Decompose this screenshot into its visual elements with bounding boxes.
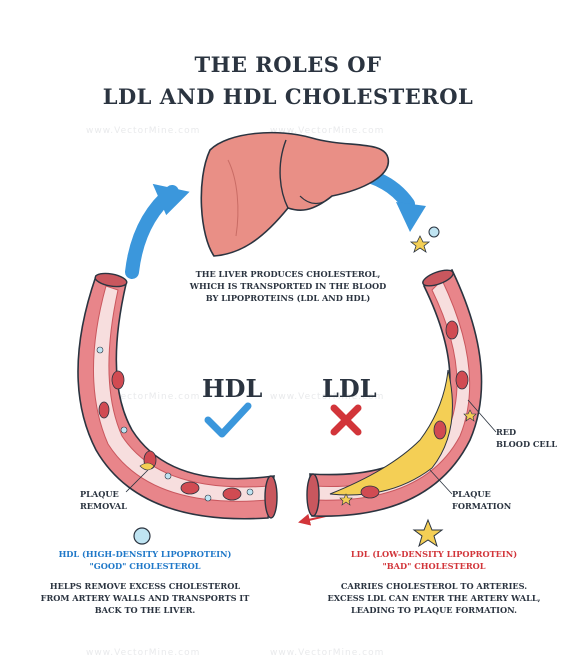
plaque-formation-callout-line-2: FORMATION xyxy=(452,501,512,511)
ldl-artery xyxy=(306,268,483,517)
check-icon xyxy=(204,402,252,438)
cross-icon xyxy=(330,404,362,436)
hdl-label: HDL xyxy=(202,374,263,403)
ldl-particle-large xyxy=(412,518,444,548)
red-blood-cell-callout-line-1: RED xyxy=(496,427,517,437)
hdl-desc-line-2: FROM ARTERY WALLS AND TRANSPORTS IT xyxy=(40,593,250,603)
center-description-line-2: WHICH IS TRANSPORTED IN THE BLOOD xyxy=(189,281,387,291)
hdl-desc-line-3: BACK TO THE LIVER. xyxy=(94,605,196,615)
plaque-formation-callout-line-1: PLAQUE xyxy=(452,489,491,499)
hdl-name-line-2: "GOOD" CHOLESTEROL xyxy=(89,561,201,571)
red-blood-cell-callout: RED BLOOD CELL xyxy=(496,426,574,450)
ldl-desc-line-1: CARRIES CHOLESTEROL TO ARTERIES. xyxy=(340,581,528,591)
cholesterol-particle xyxy=(428,226,440,238)
red-blood-cell-callout-line-2: BLOOD CELL xyxy=(496,439,558,449)
ldl-star-particle xyxy=(409,235,431,253)
hdl-desc-line-1: HELPS REMOVE EXCESS CHOLESTEROL xyxy=(49,581,241,591)
plaque-removal-callout: PLAQUE REMOVAL xyxy=(80,488,160,512)
ldl-desc-line-3: LEADING TO PLAQUE FORMATION. xyxy=(351,605,517,615)
callout-line-plaque-removal xyxy=(125,469,149,493)
ldl-label: LDL xyxy=(322,374,377,403)
plaque-removal-callout-line-2: REMOVAL xyxy=(80,501,127,511)
center-description-line-3: BY LIPOPROTEINS (LDL AND HDL) xyxy=(205,293,371,303)
center-description-line-1: THE LIVER PRODUCES CHOLESTEROL, xyxy=(195,269,381,279)
ldl-name-line-1: LDL (LOW-DENSITY LIPOPROTEIN) xyxy=(350,549,518,559)
watermark: www.VectorMine.com xyxy=(270,392,385,402)
plaque-removal-callout-line-1: PLAQUE xyxy=(80,489,119,499)
watermark: www.VectorMine.com xyxy=(270,648,385,658)
hdl-artery xyxy=(77,272,278,520)
watermark: www.VectorMine.com xyxy=(86,392,201,402)
ldl-description-block: LDL (LOW-DENSITY LIPOPROTEIN) "BAD" CHOL… xyxy=(316,548,552,616)
liver-illustration xyxy=(200,131,390,257)
callout-line-plaque-formation xyxy=(429,469,453,495)
hdl-name-line-1: HDL (HIGH-DENSITY LIPOPROTEIN) xyxy=(58,549,232,559)
page-title-line-2: LDL AND HDL CHOLESTEROL xyxy=(102,84,474,109)
hdl-description-block: HDL (HIGH-DENSITY LIPOPROTEIN) "GOOD" CH… xyxy=(30,548,260,616)
callout-line-rbc xyxy=(467,399,497,433)
page-title-line-1: THE ROLES OF xyxy=(194,52,382,77)
center-description: THE LIVER PRODUCES CHOLESTEROL, WHICH IS… xyxy=(170,268,406,304)
plaque-formation-callout: PLAQUE FORMATION xyxy=(452,488,542,512)
watermark: www.VectorMine.com xyxy=(86,648,201,658)
watermark: www.VectorMine.com xyxy=(270,126,385,136)
watermark: www.VectorMine.com xyxy=(86,126,201,136)
hdl-particle-large xyxy=(133,527,151,545)
ldl-desc-line-2: EXCESS LDL CAN ENTER THE ARTERY WALL, xyxy=(327,593,541,603)
cycle-arrow-left xyxy=(125,183,190,279)
ldl-name-line-2: "BAD" CHOLESTEROL xyxy=(382,561,486,571)
